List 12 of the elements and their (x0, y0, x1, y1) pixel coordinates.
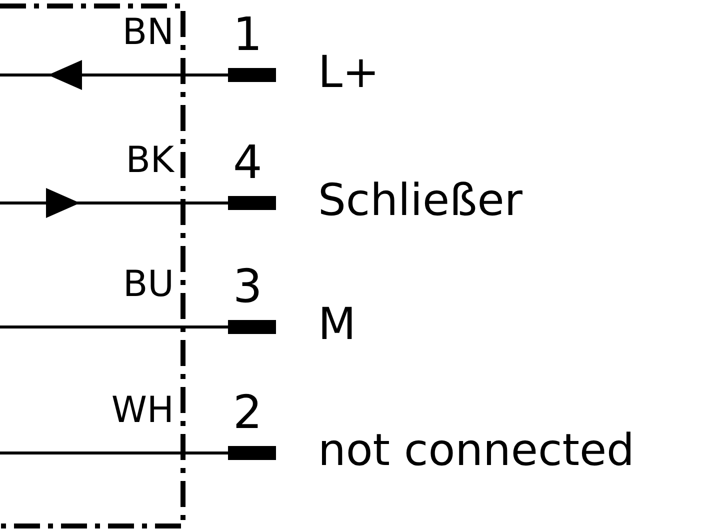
pin-number: 4 (233, 139, 262, 185)
signal-label: L+ (318, 51, 380, 95)
wire-color-label: BK (126, 143, 174, 179)
wire-color-label: WH (111, 393, 174, 429)
pin-number: 2 (233, 389, 262, 435)
signal-label: not connected (318, 429, 634, 473)
wire-color-label: BU (122, 267, 174, 303)
pin-number: 3 (233, 263, 262, 309)
signal-label: Schließer (318, 179, 522, 223)
pin-number: 1 (233, 11, 262, 57)
signal-label: M (318, 303, 356, 347)
wire-color-label: BN (122, 15, 174, 51)
